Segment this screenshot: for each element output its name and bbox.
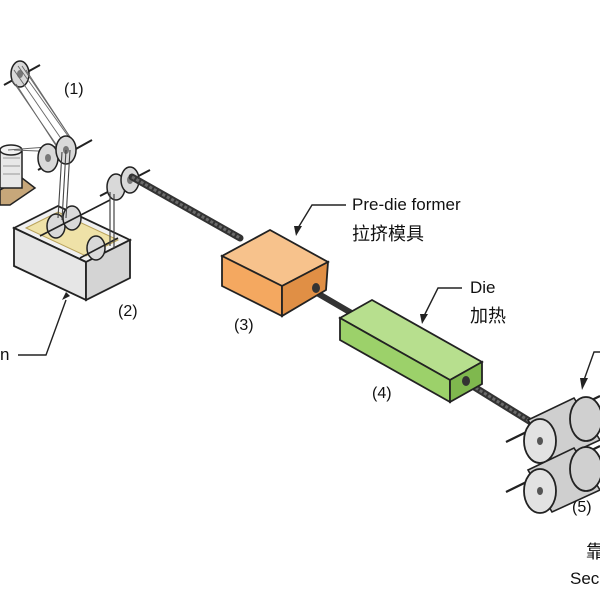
label-right-partial-zh: 靠 (586, 542, 600, 563)
bath-leader-line (18, 299, 67, 356)
label-step-5: (5) (572, 499, 592, 516)
label-step-4: (4) (372, 385, 392, 402)
fiber-creel: (1) (0, 60, 93, 206)
puller-rollers: (5) 靠 Sec (505, 351, 600, 588)
label-step-3: (3) (234, 317, 254, 334)
predie-side (281, 260, 330, 318)
bath-exit-roller (99, 166, 151, 248)
label-die-zh: 加热 (470, 306, 506, 327)
label-predie-en: Pre-die former (352, 195, 461, 214)
creel-top-roller (3, 60, 41, 88)
puller-lower-roller (523, 446, 600, 514)
pre-die-former: Pre-die former 拉挤模具 (3) (220, 195, 461, 334)
label-step-1: (1) (64, 81, 84, 98)
fiber-bobbin (0, 144, 23, 189)
label-step-2: (2) (118, 303, 138, 320)
predie-callout-line (297, 204, 346, 229)
label-left-partial: n (0, 345, 9, 364)
die-callout-line (423, 287, 462, 317)
puller-callout-line (583, 351, 600, 381)
label-right-partial-en: Sec (570, 569, 600, 588)
puller-upper-roller (523, 396, 600, 464)
creel-guide-roller (37, 135, 93, 173)
fiber-into-bath (57, 149, 71, 221)
label-predie-zh: 拉挤模具 (352, 224, 424, 245)
heated-die: Die 加热 (4) (338, 278, 506, 404)
resin-bath: n (2) (0, 149, 151, 364)
label-die-en: Die (470, 278, 496, 297)
bath-side (85, 238, 131, 302)
